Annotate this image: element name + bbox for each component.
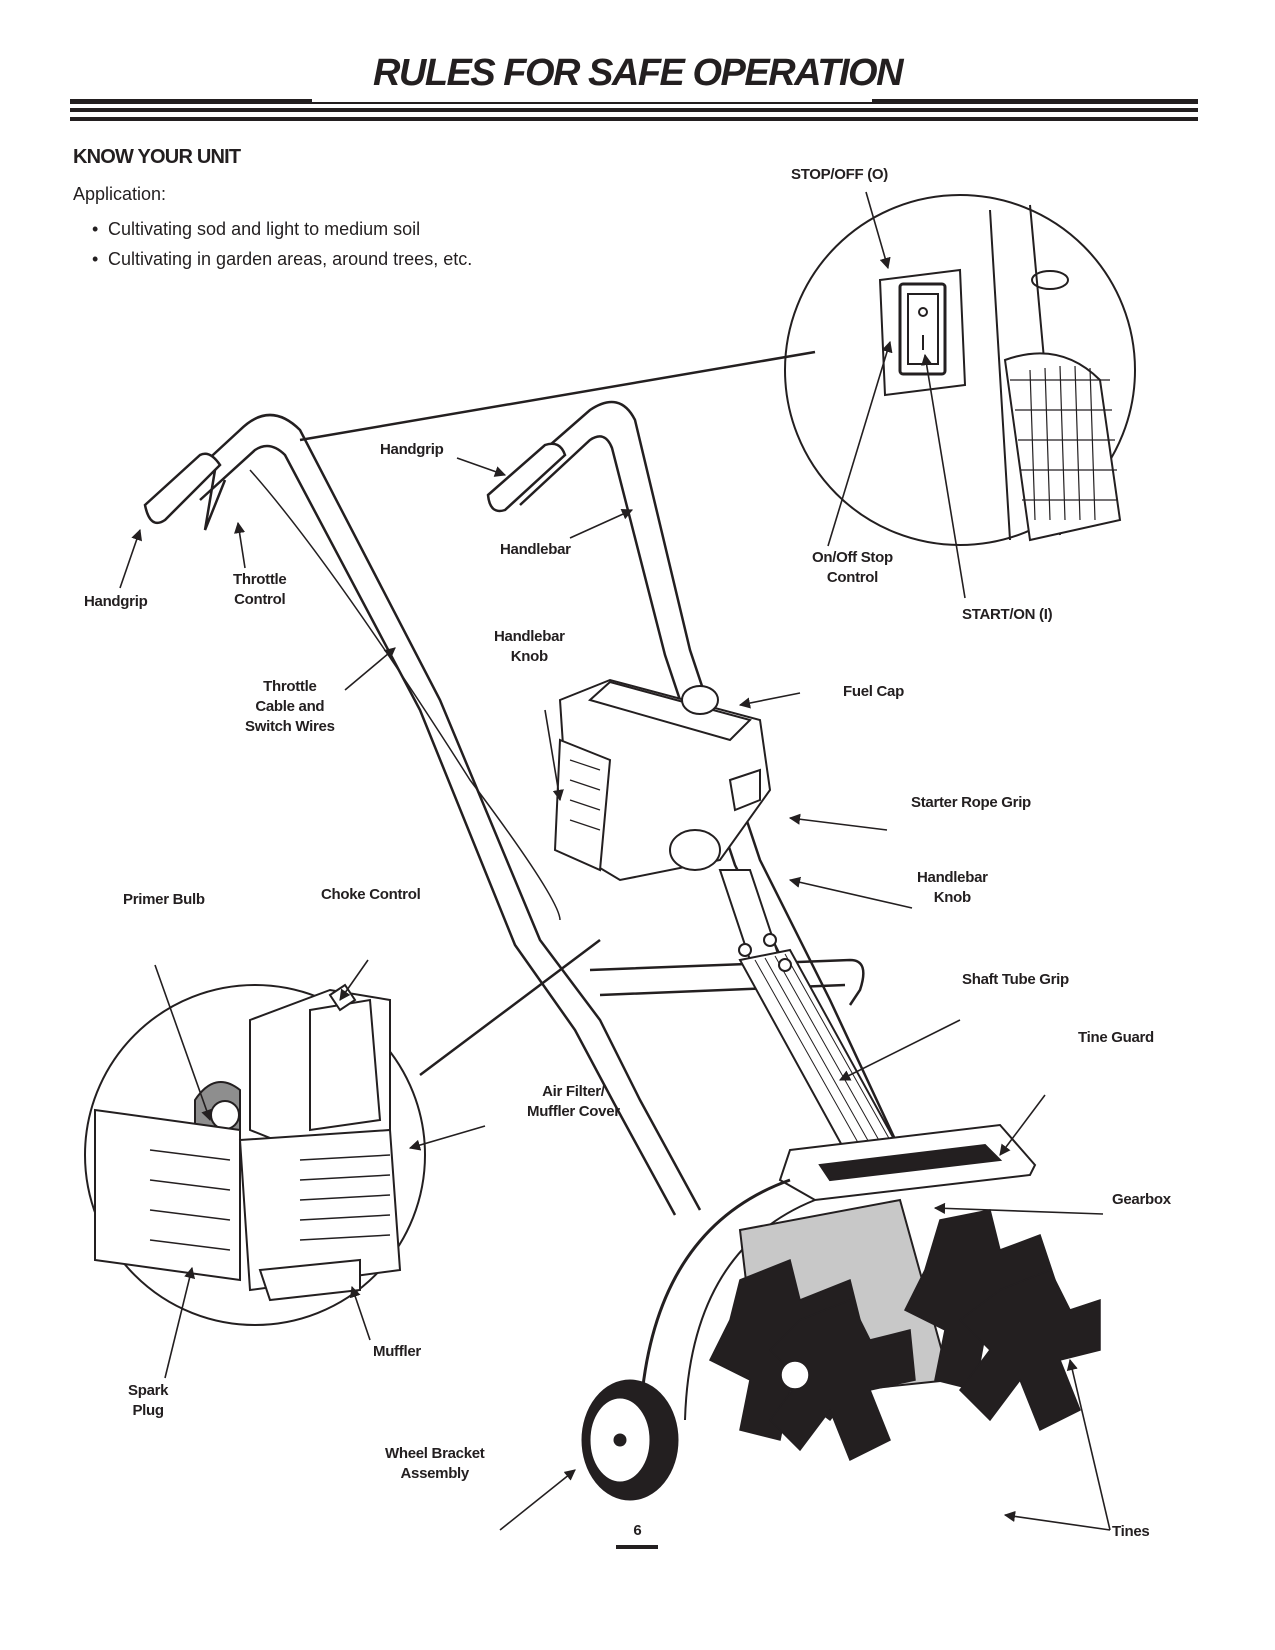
switch-detail-inset [299, 194, 1136, 546]
label-primer-bulb: Primer Bulb [123, 891, 205, 908]
page-number: 6 [633, 1522, 642, 1539]
label-wheel-bracket-assembly: Wheel Bracket Assembly [385, 1445, 485, 1482]
application-item: •Cultivating sod and light to medium soi… [92, 214, 472, 244]
engine [553, 678, 772, 882]
label-air-filter-muffler-cover: Air Filter/ Muffler Cover [527, 1083, 620, 1120]
shaft-tube [718, 869, 902, 1162]
label-handlebar: Handlebar [500, 541, 571, 558]
label-shaft-tube-grip: Shaft Tube Grip [962, 971, 1069, 988]
label-start-on: START/ON (I) [962, 606, 1053, 623]
wheel [581, 1379, 679, 1501]
engine-detail-inset [84, 939, 601, 1326]
application-item: •Cultivating in garden areas, around tre… [92, 244, 472, 274]
label-tines: Tines [1112, 1523, 1150, 1540]
label-tine-guard: Tine Guard [1078, 1029, 1154, 1046]
bullet-icon: • [92, 249, 99, 269]
title-rule-2 [70, 108, 1198, 112]
tines [708, 1209, 1101, 1462]
label-handgrip-left: Handgrip [84, 593, 148, 610]
label-on-off-stop-control: On/Off Stop Control [812, 549, 893, 586]
label-fuel-cap: Fuel Cap [843, 683, 904, 700]
title-rule-gap [312, 99, 872, 102]
title-rule-3 [70, 117, 1198, 121]
application-list: •Cultivating sod and light to medium soi… [92, 214, 472, 274]
label-stop-off: STOP/OFF (O) [791, 166, 888, 183]
label-handgrip-right: Handgrip [380, 441, 444, 458]
label-gearbox: Gearbox [1112, 1191, 1171, 1208]
label-throttle-control: Throttle Control [233, 571, 287, 608]
page-title: RULES FOR SAFE OPERATION [372, 52, 904, 94]
label-handlebar-knob-right: Handlebar Knob [917, 869, 988, 906]
application-label: Application: [73, 184, 167, 204]
label-handlebar-knob-top: Handlebar Knob [494, 628, 565, 665]
label-muffler: Muffler [373, 1343, 421, 1360]
section-heading: KNOW YOUR UNIT [73, 146, 241, 168]
label-throttle-cable: Throttle Cable and Switch Wires [245, 678, 335, 735]
bullet-icon: • [92, 219, 99, 239]
label-choke-control: Choke Control [321, 886, 421, 903]
label-starter-rope-grip: Starter Rope Grip [911, 794, 1031, 811]
leader-lines [119, 191, 1111, 1531]
page-number-underline [616, 1545, 658, 1549]
label-spark-plug: Spark Plug [128, 1382, 169, 1419]
